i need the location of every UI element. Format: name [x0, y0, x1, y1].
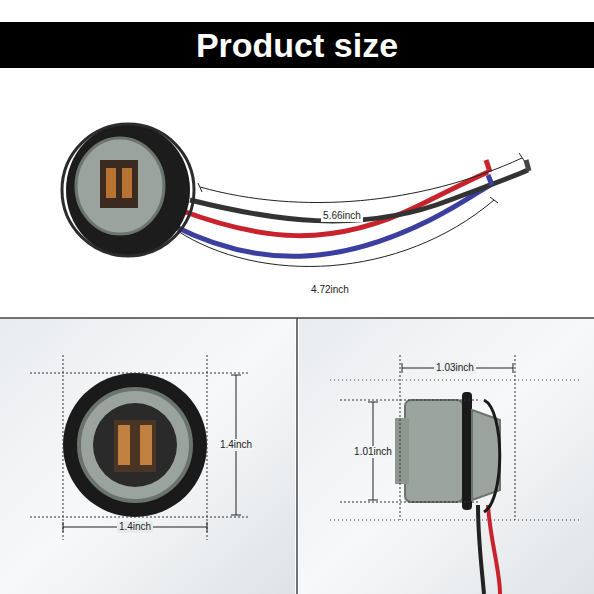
- dimension-label: 1.4inch: [218, 439, 254, 451]
- socket-front: [63, 373, 207, 517]
- dimension-label: 4.72inch: [309, 284, 351, 296]
- dimension-label: 1.4inch: [117, 521, 153, 533]
- socket-side: [395, 392, 500, 594]
- socket-top: [62, 124, 529, 256]
- dimension-label: 1.03inch: [434, 362, 476, 374]
- left-panel: [0, 318, 295, 594]
- right-panel: [299, 318, 594, 594]
- dimension-label: 1.01inch: [352, 446, 394, 458]
- title-bar: [0, 22, 594, 68]
- title-text: Product size: [196, 25, 398, 65]
- dimension-label: 5.66inch: [321, 210, 363, 222]
